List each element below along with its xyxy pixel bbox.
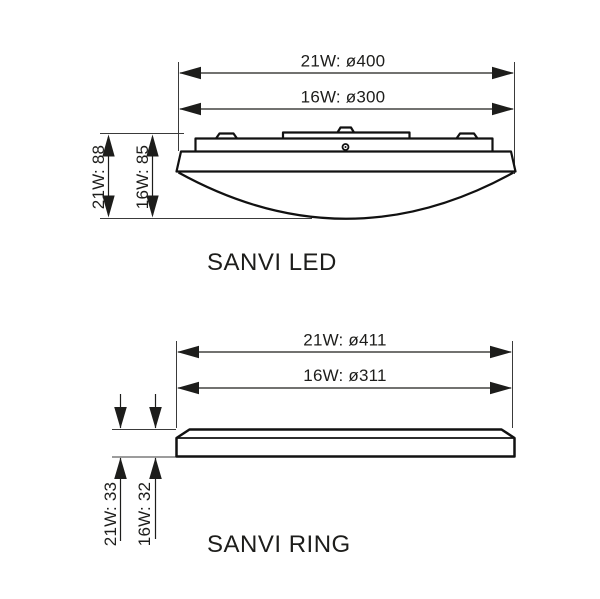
mounting-clip-left [215,132,238,140]
sanvi-ring-diagram: 21W: ø411 16W: ø311 21W: 33 16W: 32 SANV… [101,331,516,558]
arrowhead-up-icon [114,457,127,479]
arrowhead-left-icon [179,102,201,116]
arrowhead-down-icon [102,195,115,218]
sanvi-led-diagram: 21W: ø400 16W: ø300 21W: 88 16W: 85 [89,52,517,276]
backplate [194,137,494,151]
sanvi-led-profile [175,126,517,220]
arrowhead-left-icon [179,66,201,80]
dim-label-diameter-16w: 16W: ø300 [301,88,386,107]
dim-label-diameter-21w: 21W: ø400 [301,52,386,71]
sanvi-ring-title: SANVI RING [207,531,351,558]
arrowhead-down-icon [149,407,162,429]
arrowhead-up-icon [102,134,115,157]
screw-center-dot [344,146,347,148]
arrowhead-right-icon [490,345,512,359]
mounting-plate [281,131,411,139]
arrowhead-right-icon [492,66,514,80]
sanvi-led-title: SANVI LED [207,249,337,276]
dim-label-diameter-16w: 16W: ø311 [303,366,386,385]
arrowhead-up-icon [146,134,159,157]
dim-label-height-16w: 16W: 85 [133,145,152,209]
dome-diffuser [177,171,515,220]
dim-label-height-16w: 16W: 32 [135,482,154,546]
arrowhead-up-icon [149,457,162,479]
arrowhead-down-icon [114,407,127,429]
sanvi-ring-profile [175,428,516,458]
mounting-clip-right [455,132,479,140]
arrowhead-left-icon [177,345,199,359]
mounting-plate-bump [336,126,355,134]
ring-slab [175,428,516,458]
base-band [175,150,517,173]
arrowhead-left-icon [177,381,199,395]
arrowhead-right-icon [490,381,512,395]
dim-label-height-21w: 21W: 88 [89,145,108,209]
arrowhead-down-icon [146,195,159,218]
arrowhead-right-icon [492,102,514,116]
dim-label-height-21w: 21W: 33 [101,482,120,546]
dim-label-diameter-21w: 21W: ø411 [303,331,386,350]
